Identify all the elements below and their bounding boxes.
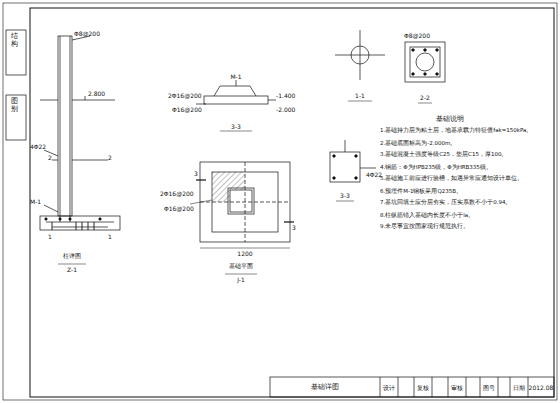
drawing-label: 1 [48, 233, 52, 240]
title-block-text: 图号 [483, 384, 495, 391]
drawing-label: 4Φ22 [30, 143, 46, 150]
drawing-label: 4Φ22 [366, 171, 382, 178]
drawing-label: 1-1 [355, 92, 365, 99]
note-text: 2.基础底面标高为-2.000m。 [380, 140, 548, 147]
note-text: 1.基础持力层为粘土层，地基承载力特征值fak=150kPa。 [380, 127, 548, 134]
drawing-label: 2 [48, 154, 52, 161]
drawing-label: 柱详图 [63, 252, 81, 259]
drawing-label: 图别 [11, 98, 18, 113]
drawing-label: M-1 [230, 73, 241, 80]
drawing-label: 3 [292, 224, 296, 231]
drawing-label: 1200 [237, 250, 252, 257]
drawing-label: 3-3 [340, 192, 350, 199]
note-text: 7.基坑回填土应分层夯实，压实系数不小于0.94。 [380, 199, 548, 206]
drawing-label: Φ8@200 [404, 32, 430, 39]
drawing-label: 3 [194, 170, 198, 177]
note-text: 9.未尽事宜按国家现行规范执行。 [380, 223, 548, 230]
title-block-text: 设计 [383, 384, 395, 391]
drawing-label: Z-1 [67, 266, 77, 273]
note-text: 4.钢筋：Φ为HPB235级，Φ为HRB335级。 [380, 164, 548, 171]
drawing-label: 结构 [11, 33, 18, 48]
drawing-label: 1 [108, 233, 112, 240]
drawing-label: Φ16@200 [164, 205, 194, 212]
drawing-label: 2Φ16@200 [168, 92, 202, 99]
drawing-label: 2-2 [420, 94, 430, 101]
note-text: 5.基础施工前应进行验槽，如遇异常应通知设计单位。 [380, 175, 548, 182]
drawing-label: -1.400 [276, 92, 295, 99]
title-block-text: 日期 [513, 384, 525, 391]
title-block-text: 2012.08 [529, 384, 554, 391]
drawing-label: 基础说明 [436, 115, 464, 123]
drawing-label: J-1 [237, 276, 245, 283]
drawing-label: M-1 [30, 198, 41, 205]
drawing-label: 基础平面 [229, 262, 253, 269]
note-text: 3.基础混凝土强度等级C25，垫层C15，厚100。 [380, 151, 548, 158]
title-block-text: 基础详图 [311, 383, 339, 391]
drawing-label: 2Φ16@200 [160, 190, 194, 197]
title-block-text: 复核 [417, 384, 429, 391]
drawing-label: 2.800 [88, 90, 105, 97]
title-block-text: 审核 [451, 384, 463, 391]
drawing-label: 3-3 [231, 123, 241, 130]
note-text: 6.预埋件M-1钢板采用Q235B。 [380, 188, 548, 195]
drawing-label: 2 [108, 154, 112, 161]
drawing-label: Φ16@200 [172, 106, 202, 113]
drawing-label: Φ8@200 [74, 30, 100, 37]
drawing-label: -2.000 [276, 106, 295, 113]
note-text: 8.柱纵筋锚入基础内长度不小于la。 [380, 212, 548, 219]
